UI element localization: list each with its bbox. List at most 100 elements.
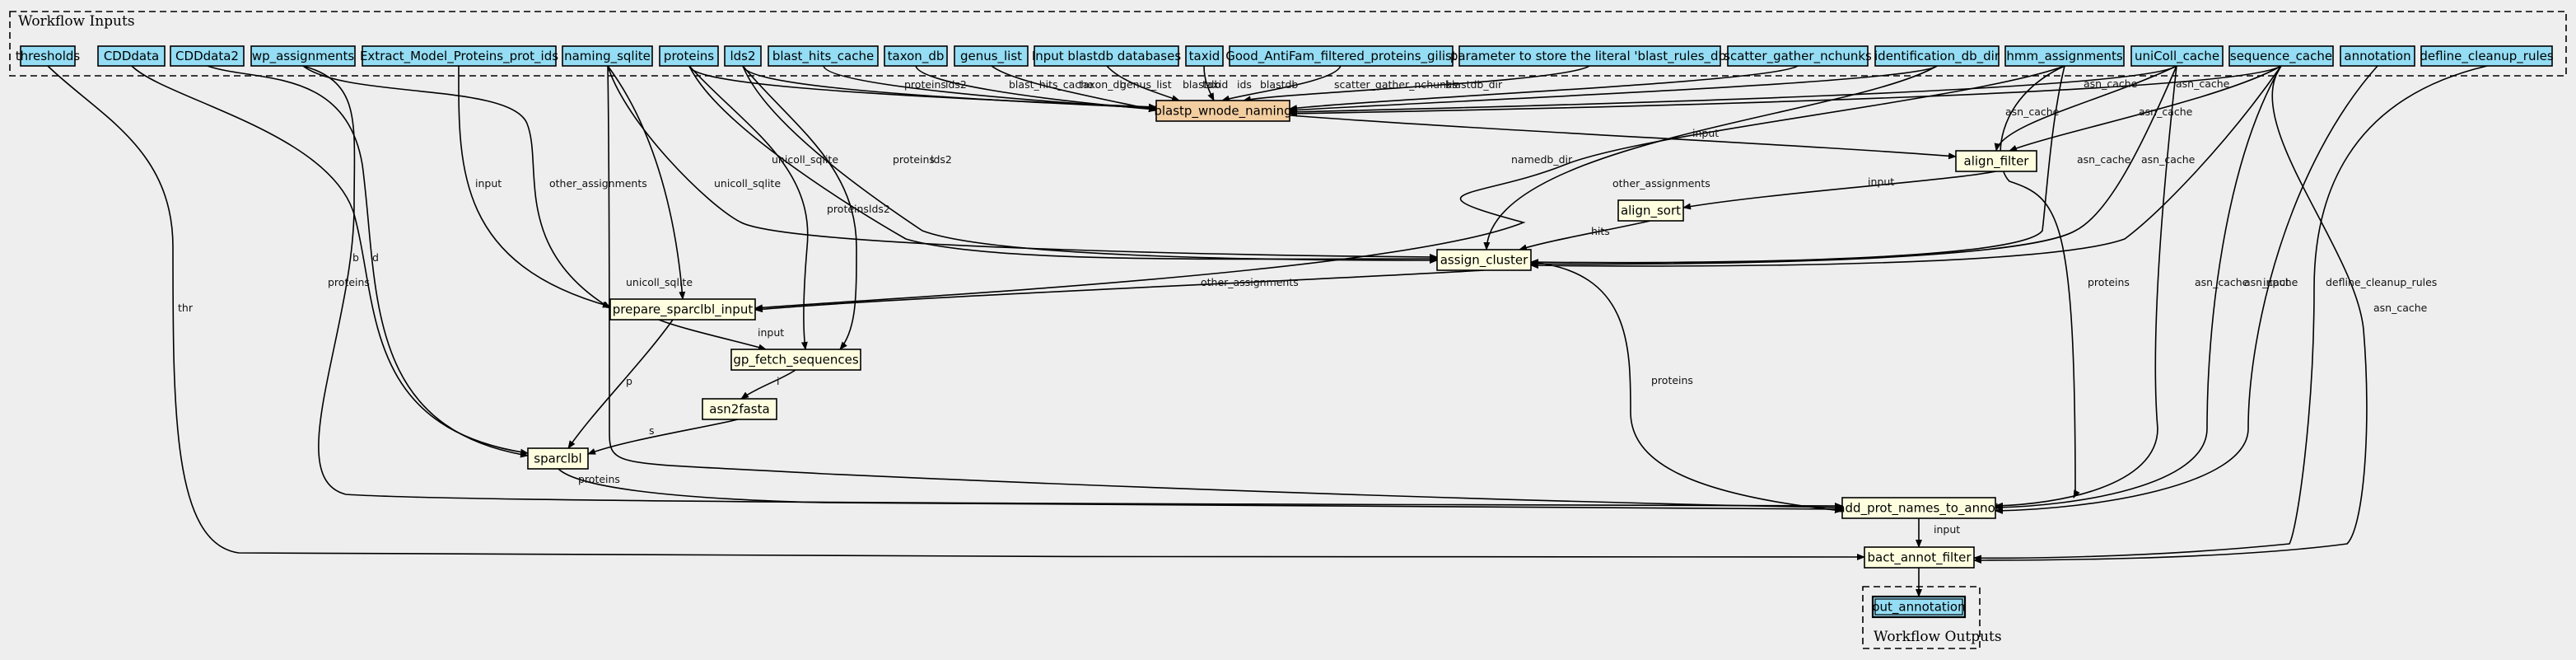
edge-uniColl_cache-to-assign_cluster	[1530, 65, 2177, 268]
edge-label: thr	[178, 302, 194, 314]
input-node-good_antifam[interactable]: Good_AntiFam_filtered_proteins_gilist	[1225, 45, 1457, 67]
edge-input_blastdb-to-blastp_wnode_naming	[1106, 65, 1180, 101]
edge-label: proteins	[904, 78, 946, 91]
step-node-label: blastp_wnode_naming	[1154, 104, 1291, 119]
input-node-uniColl_cache[interactable]: uniColl_cache	[2130, 45, 2224, 67]
input-node-naming_sqlite[interactable]: naming_sqlite	[562, 45, 653, 67]
edge-asn2fasta-to-sparclbl	[587, 419, 739, 455]
edge-sequence_cache-to-add_prot_names_to_annot	[1995, 65, 2282, 511]
edge-naming_sqlite-to-add_prot_names_to_annot	[607, 65, 1843, 511]
input-node-label: Extract_Model_Proteins_prot_ids	[360, 49, 558, 64]
input-node-box	[768, 45, 879, 67]
edge-label: lds2	[931, 153, 952, 166]
step-node-sparclbl[interactable]: sparclbl	[527, 447, 589, 470]
output-node-out_annotation[interactable]: out_annotation	[1871, 595, 1967, 619]
edge-good_antifam-to-blastp_wnode_naming	[1221, 65, 1342, 102]
step-node-align_sort[interactable]: align_sort	[1617, 199, 1684, 222]
edge-label: input	[1868, 176, 1894, 188]
edge-assign_cluster-to-add_prot_names_to_annot	[1530, 261, 1843, 514]
step-node-box	[1841, 497, 1996, 519]
input-node-taxid[interactable]: taxid	[1185, 45, 1224, 67]
step-node-box	[609, 298, 756, 321]
edge-label: asn_cache	[2005, 105, 2060, 118]
step-node-add_prot_names_to_annot[interactable]: add_prot_names_to_annot	[1837, 497, 2000, 519]
input-node-box	[1185, 45, 1224, 67]
input-node-box	[362, 45, 557, 67]
edge-lds2-to-assign_cluster	[742, 65, 1438, 264]
edge-hmm_assignments-to-assign_cluster	[1530, 65, 2065, 266]
input-node-genus_list[interactable]: genus_list	[954, 45, 1029, 67]
input-node-CDDdata[interactable]: CDDdata	[97, 45, 166, 67]
edge-label: proteins	[578, 473, 620, 485]
step-node-blastp_wnode_naming[interactable]: blastp_wnode_naming	[1154, 100, 1292, 122]
step-node-box	[1864, 546, 1975, 569]
edge-uniColl_cache-to-add_prot_names_to_annot	[1995, 65, 2177, 509]
step-node-align_filter[interactable]: align_filter	[1955, 150, 2037, 172]
edge-blast_rules_db-to-blastp_wnode_naming	[1243, 65, 1590, 103]
step-node-bact_annot_filter[interactable]: bact_annot_filter	[1864, 546, 1975, 569]
input-node-taxon_db[interactable]: taxon_db	[884, 45, 948, 67]
edge-label: proteins	[2088, 276, 2130, 288]
step-node-assign_cluster[interactable]: assign_cluster	[1436, 249, 1532, 271]
edge-uniColl_cache-to-align_filter	[1994, 65, 2177, 152]
step-node-label: add_prot_names_to_annot	[1837, 501, 2000, 517]
edge-label: input	[758, 326, 784, 339]
input-node-blast_rules_db[interactable]: parameter to store the literal 'blast_ru…	[1450, 45, 1729, 67]
input-node-defline_cleanup_rules[interactable]: defline_cleanup_rules	[2420, 45, 2554, 67]
edge-label: asn_cache	[2244, 276, 2298, 288]
input-node-scatter_gather_nchunks[interactable]: scatter_gather_nchunks	[1724, 45, 1872, 67]
input-node-box	[659, 45, 719, 67]
edge-label: input	[475, 177, 502, 190]
edge-hmm_assignments-to-prepare_sparclbl_input	[754, 65, 2065, 311]
step-node-box	[1436, 249, 1532, 271]
input-node-label: proteins	[664, 49, 714, 63]
input-node-identification_db_dir[interactable]: identification_db_dir	[1874, 45, 2000, 67]
edge-label: ids	[1237, 78, 1252, 91]
edge-label: asn_cache	[2373, 302, 2428, 314]
step-node-box	[1955, 150, 2037, 172]
input-node-label: genus_list	[960, 49, 1022, 64]
input-node-box	[884, 45, 948, 67]
input-node-lds2[interactable]: lds2	[724, 45, 762, 67]
input-node-thresholds[interactable]: thresholds	[16, 45, 81, 67]
input-node-annotation[interactable]: annotation	[2340, 45, 2415, 67]
input-node-box	[1034, 45, 1179, 67]
output-node-label: out_annotation	[1872, 600, 1965, 616]
input-node-box	[2228, 45, 2334, 67]
edge-sequence_cache-to-blastp_wnode_naming	[1289, 65, 2282, 117]
edge-label: asn_cache	[2195, 276, 2249, 288]
input-node-CDDdata2[interactable]: CDDdata2	[170, 45, 245, 67]
outputs-cluster-label: Workflow Outputs	[1874, 629, 2002, 645]
edge-Extract_Model_Proteins_prot_ids-to-prepare_sparclbl_input	[458, 65, 611, 308]
edges-layer	[47, 65, 2488, 597]
step-node-gp_fetch_sequences[interactable]: gp_fetch_sequences	[730, 349, 861, 371]
edge-label: lds2	[869, 203, 890, 215]
input-node-blast_hits_cache[interactable]: blast_hits_cache	[768, 45, 879, 67]
edge-label: p	[626, 375, 632, 387]
step-node-box	[527, 447, 589, 470]
input-node-sequence_cache[interactable]: sequence_cache	[2228, 45, 2334, 67]
input-node-label: Good_AntiFam_filtered_proteins_gilist	[1225, 49, 1457, 64]
input-node-hmm_assignments[interactable]: hmm_assignments	[2004, 45, 2125, 67]
input-node-box	[2420, 45, 2553, 67]
edge-label: i	[777, 375, 779, 387]
edge-naming_sqlite-to-prepare_sparclbl_input	[607, 65, 686, 300]
edge-taxid-to-blastp_wnode_naming	[1203, 65, 1215, 101]
edge-annotation-to-add_prot_names_to_annot	[1995, 65, 2378, 514]
input-node-proteins[interactable]: proteins	[659, 45, 719, 67]
step-node-label: gp_fetch_sequences	[733, 353, 858, 368]
edge-label: lds2	[945, 78, 967, 91]
step-node-prepare_sparclbl_input[interactable]: prepare_sparclbl_input	[609, 298, 756, 321]
step-node-asn2fasta[interactable]: asn2fasta	[702, 398, 777, 420]
input-node-Extract_Model_Proteins_prot_ids[interactable]: Extract_Model_Proteins_prot_ids	[360, 45, 558, 67]
edge-label: proteins	[893, 153, 935, 166]
input-node-box	[2340, 45, 2415, 67]
edge-label: unicoll_sqlite	[626, 276, 693, 288]
edge-align_sort-to-assign_cluster	[1519, 220, 1651, 251]
input-node-input_blastdb[interactable]: Input blastdb databases	[1032, 45, 1182, 67]
edge-label: blastdb	[1260, 78, 1298, 91]
input-node-label: uniColl_cache	[2135, 49, 2219, 64]
input-node-wp_assignments[interactable]: wp_assignments	[250, 45, 356, 67]
